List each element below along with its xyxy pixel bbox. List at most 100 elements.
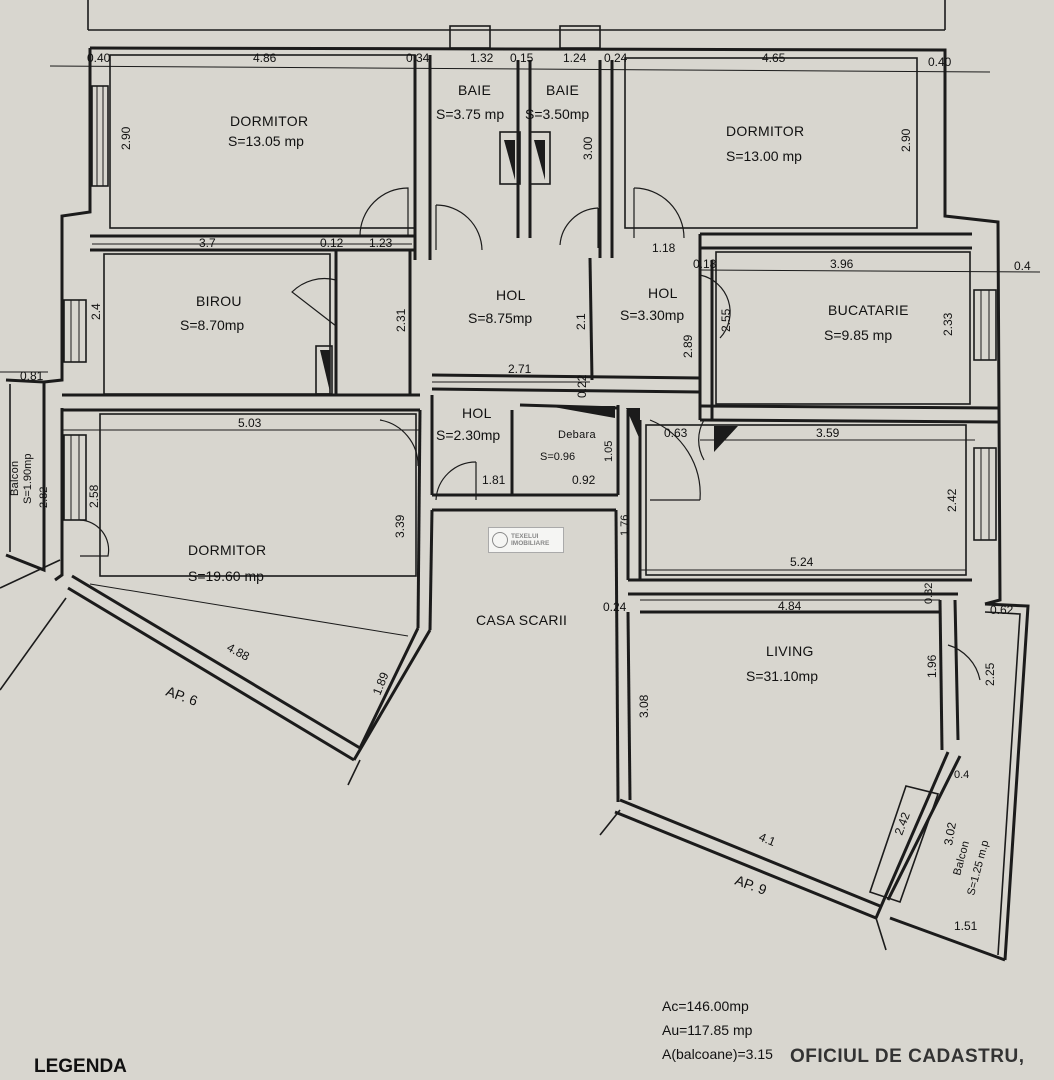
room-area: S=31.10mp <box>746 668 818 684</box>
room-name: HOL <box>648 285 678 301</box>
boundary-line <box>599 809 621 836</box>
dimension-label: 4.86 <box>253 51 277 65</box>
dimension-label: 4.1 <box>757 830 778 849</box>
outer-walls <box>43 46 1002 920</box>
room-area: S=9.85 mp <box>824 327 892 343</box>
dimension-label: 3.08 <box>637 694 651 718</box>
dimension-label: 2.1 <box>574 313 588 330</box>
dimension-label: 2.90 <box>899 128 913 152</box>
balcony-right <box>889 602 1030 962</box>
legend-title: LEGENDA <box>34 1056 127 1077</box>
room-name: DORMITOR <box>188 542 266 558</box>
dimension-line-top <box>49 65 991 73</box>
dimension-label: 0.4 <box>954 769 969 781</box>
room-area: S=0.96 <box>540 451 575 463</box>
room-area: S=3.50mp <box>525 106 589 122</box>
room-name: LIVING <box>766 643 814 659</box>
room-name: DORMITOR <box>726 123 804 139</box>
dimension-label: 2.25 <box>983 662 997 686</box>
room-name: CASA SCARII <box>476 612 567 628</box>
dimension-label: 5.03 <box>238 416 262 430</box>
dimension-label: 1.89 <box>370 670 392 697</box>
neighbor-label: AP. 6 <box>164 683 200 709</box>
built-area: Ac=146.00mp <box>662 998 749 1014</box>
dimension-label: 4.88 <box>225 640 252 663</box>
dimension-label: 1.05 <box>603 441 615 462</box>
dimension-label: 5.24 <box>790 555 814 569</box>
dimension-label: 0.81 <box>20 369 44 383</box>
dimension-label: 0.32 <box>923 583 935 604</box>
room-name: BAIE <box>546 82 579 98</box>
dimension-label: 0.4 <box>1014 259 1031 273</box>
dimension-label: 2.42 <box>945 488 959 512</box>
room-area: S=19.60 mp <box>188 568 264 584</box>
dimension-label: 0.24 <box>604 51 628 65</box>
room-name: HOL <box>496 287 526 303</box>
dimension-label: 3.39 <box>393 514 407 538</box>
room-name: BAIE <box>458 82 491 98</box>
dimension-lines <box>0 243 1041 637</box>
dimension-label: 0.63 <box>664 426 688 440</box>
dimension-label: 1.51 <box>954 919 978 933</box>
dimension-label: 0.24 <box>603 600 627 614</box>
dimension-label: 3.7 <box>199 236 216 250</box>
dimension-label: 1.81 <box>482 473 506 487</box>
doors <box>79 187 981 681</box>
dimension-label: 3.96 <box>830 257 854 271</box>
neighbor-label: AP. 9 <box>733 872 769 898</box>
dimension-label: 1.18 <box>652 241 676 255</box>
dimension-label: 2.90 <box>119 126 133 150</box>
boundary-line <box>875 917 887 951</box>
dimension-label: 1.96 <box>925 654 939 678</box>
dimension-label: 0.18 <box>693 257 717 271</box>
room-area: S=13.05 mp <box>228 133 304 149</box>
room-name: Balcon <box>9 461 21 496</box>
windows <box>63 25 997 904</box>
dimension-label: 0.15 <box>510 51 534 65</box>
watermark-text: IMOBILIARE <box>511 540 550 547</box>
dimension-label: 4.65 <box>762 51 786 65</box>
balcony-left <box>5 378 46 573</box>
dimension-label: 1.23 <box>369 236 393 250</box>
watermark-text: TEXELUI <box>511 533 539 540</box>
watermark: TEXELUI IMOBILIARE <box>488 527 564 553</box>
room-area: S=8.70mp <box>180 317 244 333</box>
dimension-label: 2.31 <box>394 308 408 332</box>
dimension-label: 0.22 <box>575 374 589 398</box>
room-area: S=1.90mp <box>22 454 34 504</box>
dimension-label: 2.55 <box>719 308 733 332</box>
dimension-label: 1.32 <box>470 51 494 65</box>
room-name: HOL <box>462 405 492 421</box>
balcony-area: A(balcoane)=3.15 <box>662 1046 773 1062</box>
room-area: S=13.00 mp <box>726 148 802 164</box>
dimension-label: 0.40 <box>928 55 952 69</box>
room-name: DORMITOR <box>230 113 308 129</box>
dimension-label: 1.24 <box>563 51 587 65</box>
room-area: S=3.75 mp <box>436 106 504 122</box>
boundary-line <box>347 759 361 786</box>
boundary-line <box>0 597 67 691</box>
cadastre-stamp: OFICIUL DE CADASTRU, <box>790 1046 1025 1067</box>
dimension-label: 3.59 <box>816 426 840 440</box>
dimension-label: 3.02 <box>941 821 959 847</box>
dimension-label: 2.4 <box>89 303 103 320</box>
house-logo-icon <box>492 532 508 548</box>
dimension-label: 2.82 <box>38 487 50 508</box>
dimension-label: 2.58 <box>87 484 101 508</box>
dimension-label: 0.62 <box>990 603 1014 617</box>
usable-area: Au=117.85 mp <box>662 1022 753 1038</box>
dimension-label: 1.76 <box>619 515 631 536</box>
dimension-label: 0.12 <box>320 236 344 250</box>
dimension-label: 0.34 <box>406 51 430 65</box>
room-area: S=2.30mp <box>436 427 500 443</box>
area-summary: Ac=146.00mp Au=117.85 mp A(balcoane)=3.1… <box>662 994 773 1066</box>
fixtures <box>315 131 738 452</box>
interior-walls <box>62 54 999 751</box>
dimension-label: 2.33 <box>941 312 955 336</box>
room-name: Debara <box>558 429 596 441</box>
room-area: S=3.30mp <box>620 307 684 323</box>
dimension-label: 2.71 <box>508 362 532 376</box>
boundary-line <box>0 559 61 589</box>
dimension-label: 2.89 <box>681 334 695 358</box>
